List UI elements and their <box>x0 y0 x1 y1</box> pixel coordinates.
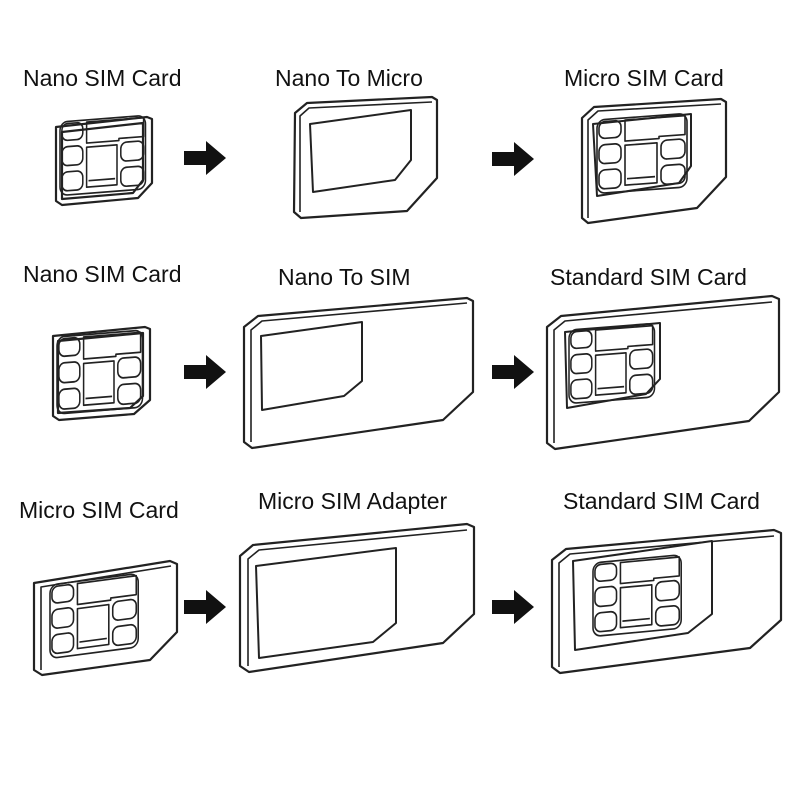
standard-sim-card-icon <box>550 528 783 675</box>
label-row2-nano-to-sim: Nano To SIM <box>278 264 411 290</box>
label-row2-nano-sim-card: Nano SIM Card <box>23 261 182 287</box>
micro-sim-adapter-icon <box>238 522 476 674</box>
right-arrow-icon <box>184 355 226 389</box>
nano-sim-card-icon <box>51 325 152 422</box>
label-row3-micro-sim-card: Micro SIM Card <box>19 497 179 523</box>
label-row1-micro-sim-card: Micro SIM Card <box>564 65 724 91</box>
right-arrow-icon <box>492 142 534 176</box>
standard-sim-card-icon <box>545 294 781 451</box>
right-arrow-icon <box>492 590 534 624</box>
nano-to-micro-adapter-icon <box>292 95 439 220</box>
label-row1-nano-sim-card: Nano SIM Card <box>23 65 182 91</box>
right-arrow-icon <box>492 355 534 389</box>
nano-sim-card-icon <box>54 114 154 207</box>
label-row1-nano-to-micro: Nano To Micro <box>275 65 423 91</box>
right-arrow-icon <box>184 141 226 175</box>
micro-sim-card-icon <box>32 559 179 677</box>
label-row3-micro-sim-adapter: Micro SIM Adapter <box>258 488 448 514</box>
micro-sim-card-icon <box>580 97 728 225</box>
right-arrow-icon <box>184 590 226 624</box>
label-row3-standard-sim-card: Standard SIM Card <box>563 488 760 514</box>
label-row2-standard-sim-card: Standard SIM Card <box>550 264 747 290</box>
nano-to-sim-adapter-icon <box>242 296 475 450</box>
